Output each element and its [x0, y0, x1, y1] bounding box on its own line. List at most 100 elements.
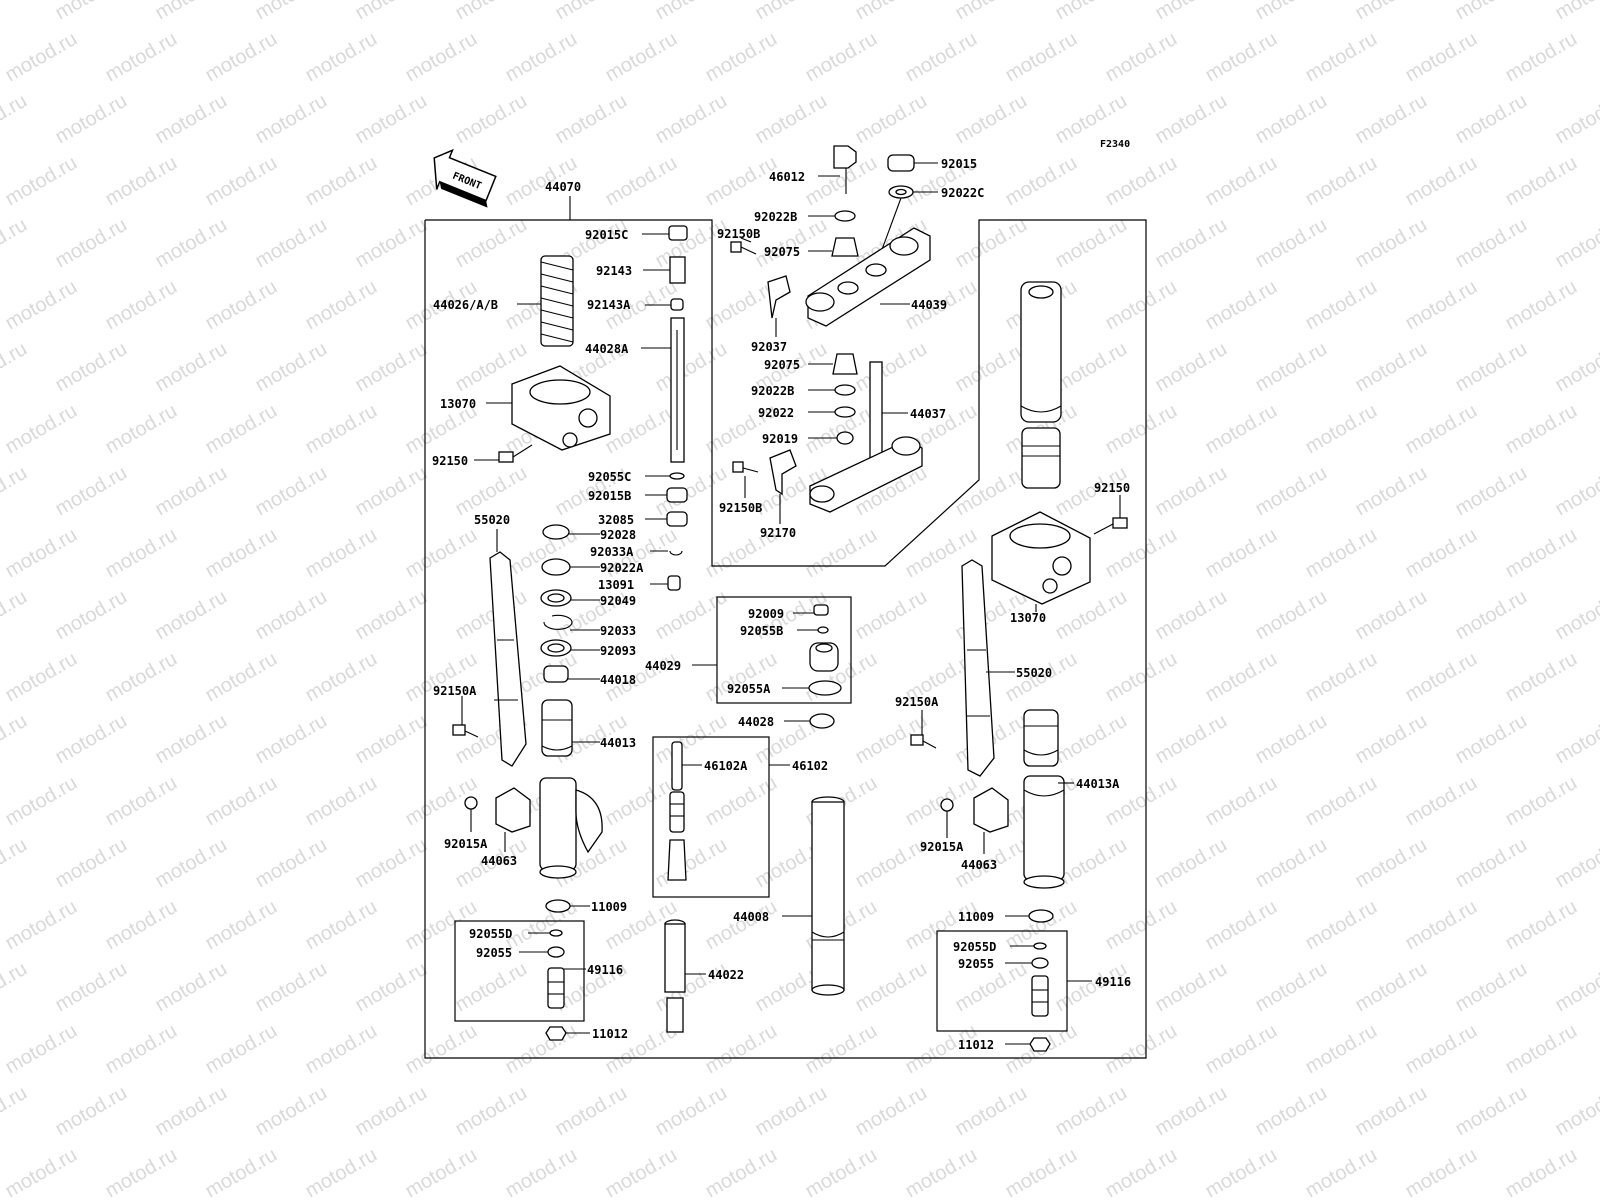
watermark-text: motod.ru — [1252, 462, 1331, 521]
watermark-text: motod.ru — [1402, 648, 1481, 707]
watermark-text: motod.ru — [0, 0, 31, 24]
watermark-text: motod.ru — [1502, 28, 1581, 87]
label-49116-right: 49116 — [1095, 975, 1131, 989]
label-49116-left: 49116 — [587, 963, 623, 977]
watermark-text: motod.ru — [652, 0, 731, 24]
watermark-text: motod.ru — [1452, 958, 1531, 1017]
watermark-text: motod.ru — [1402, 400, 1481, 459]
watermark-text: motod.ru — [1002, 28, 1081, 87]
label-92033: 92033 — [600, 624, 636, 638]
watermark-text: motod.ru — [702, 1144, 781, 1200]
watermark-text: motod.ru — [52, 462, 131, 521]
label-11009-right: 11009 — [958, 910, 994, 924]
watermark-text: motod.ru — [202, 524, 281, 583]
watermark-text: motod.ru — [702, 28, 781, 87]
watermark-text: motod.ru — [1502, 648, 1581, 707]
watermark-text: motod.ru — [302, 648, 381, 707]
inner-tube-icon — [1023, 709, 1065, 889]
watermark-text: motod.ru — [402, 28, 481, 87]
watermark-text: motod.ru — [452, 1082, 531, 1141]
watermark-text: motod.ru — [1202, 400, 1281, 459]
watermark-text: motod.ru — [1402, 772, 1481, 831]
watermark-text: motod.ru — [1502, 772, 1581, 831]
right-fork-parts — [910, 281, 1128, 1052]
watermark-text: motod.ru — [252, 338, 331, 397]
watermark-text: motod.ru — [1152, 0, 1231, 24]
watermark-text: motod.ru — [0, 834, 31, 893]
watermark-text: motod.ru — [1452, 834, 1531, 893]
watermark-text: motod.ru — [952, 462, 1031, 521]
watermark-text: motod.ru — [1052, 0, 1131, 24]
label-13091: 13091 — [598, 578, 634, 592]
watermark-text: motod.ru — [252, 710, 331, 769]
watermark-text: motod.ru — [1552, 586, 1600, 645]
steering-parts — [730, 145, 938, 524]
watermark-text: motod.ru — [152, 834, 231, 893]
fork-guard-icon — [489, 551, 527, 767]
label-92037: 92037 — [751, 340, 787, 354]
watermark-text: motod.ru — [202, 772, 281, 831]
watermark-text: motod.ru — [952, 90, 1031, 149]
label-44063-left: 44063 — [481, 854, 517, 868]
watermark-text: motod.ru — [352, 90, 431, 149]
watermark-text: motod.ru — [1402, 1144, 1481, 1200]
watermark-text: motod.ru — [652, 1082, 731, 1141]
label-92143a: 92143A — [587, 298, 631, 312]
watermark-text: motod.ru — [1502, 524, 1581, 583]
watermark-text: motod.ru — [902, 28, 981, 87]
label-92009: 92009 — [748, 607, 784, 621]
watermark-text: motod.ru — [0, 710, 31, 769]
watermark-text: motod.ru — [1502, 400, 1581, 459]
watermark-text: motod.ru — [1352, 462, 1431, 521]
part-labels: 44070 92015C 92143 44026/A/B 92143A 4402… — [432, 157, 1131, 1052]
label-44070: 44070 — [545, 180, 581, 194]
watermark-text: motod.ru — [52, 214, 131, 273]
watermark-text: motod.ru — [352, 338, 431, 397]
watermark-text: motod.ru — [652, 90, 731, 149]
watermark-text: motod.ru — [2, 276, 81, 335]
watermark-text: motod.ru — [2, 896, 81, 955]
cartridge-icon — [811, 796, 845, 996]
label-92015: 92015 — [941, 157, 977, 171]
watermark-text: motod.ru — [1252, 0, 1331, 24]
watermark-text: motod.ru — [1252, 710, 1331, 769]
watermark-text: motod.ru — [1552, 1082, 1600, 1141]
watermark-text: motod.ru — [1002, 152, 1081, 211]
label-92143: 92143 — [596, 264, 632, 278]
watermark-text: motod.ru — [302, 524, 381, 583]
bolt-icon — [498, 444, 533, 463]
watermark-text: motod.ru — [1452, 90, 1531, 149]
watermark-text: motod.ru — [1502, 1020, 1581, 1079]
watermark-text: motod.ru — [302, 896, 381, 955]
label-92022: 92022 — [758, 406, 794, 420]
watermark-text: motod.ru — [302, 28, 381, 87]
watermark-text: motod.ru — [0, 958, 31, 1017]
label-92049: 92049 — [600, 594, 636, 608]
watermark-text: motod.ru — [102, 648, 181, 707]
watermark-text: motod.ru — [52, 958, 131, 1017]
watermark-text: motod.ru — [652, 214, 731, 273]
watermark-text: motod.ru — [152, 710, 231, 769]
watermark-text: motod.ru — [1402, 152, 1481, 211]
label-92055d-left: 92055D — [469, 927, 512, 941]
watermark-text: motod.ru — [152, 462, 231, 521]
watermark-text: motod.ru — [1302, 648, 1381, 707]
watermark-text: motod.ru — [152, 958, 231, 1017]
bolt-icon — [910, 734, 937, 749]
watermark-text: motod.ru — [1402, 28, 1481, 87]
label-92150-left: 92150 — [432, 454, 468, 468]
watermark-text: motod.ru — [1102, 648, 1181, 707]
watermark-text: motod.ru — [352, 0, 431, 24]
label-44037: 44037 — [910, 407, 946, 421]
watermark-text: motod.ru — [102, 1144, 181, 1200]
watermark-text: motod.ru — [2, 524, 81, 583]
watermark-text: motod.ru — [752, 90, 831, 149]
watermark-text: motod.ru — [552, 1082, 631, 1141]
watermark-text: motod.ru — [702, 1020, 781, 1079]
watermark-text: motod.ru — [102, 1020, 181, 1079]
label-44028a: 44028A — [585, 342, 629, 356]
watermark-text: motod.ru — [1202, 896, 1281, 955]
watermark-text: motod.ru — [502, 1144, 581, 1200]
watermark-text: motod.ru — [852, 586, 931, 645]
watermark-text: motod.ru — [1502, 896, 1581, 955]
